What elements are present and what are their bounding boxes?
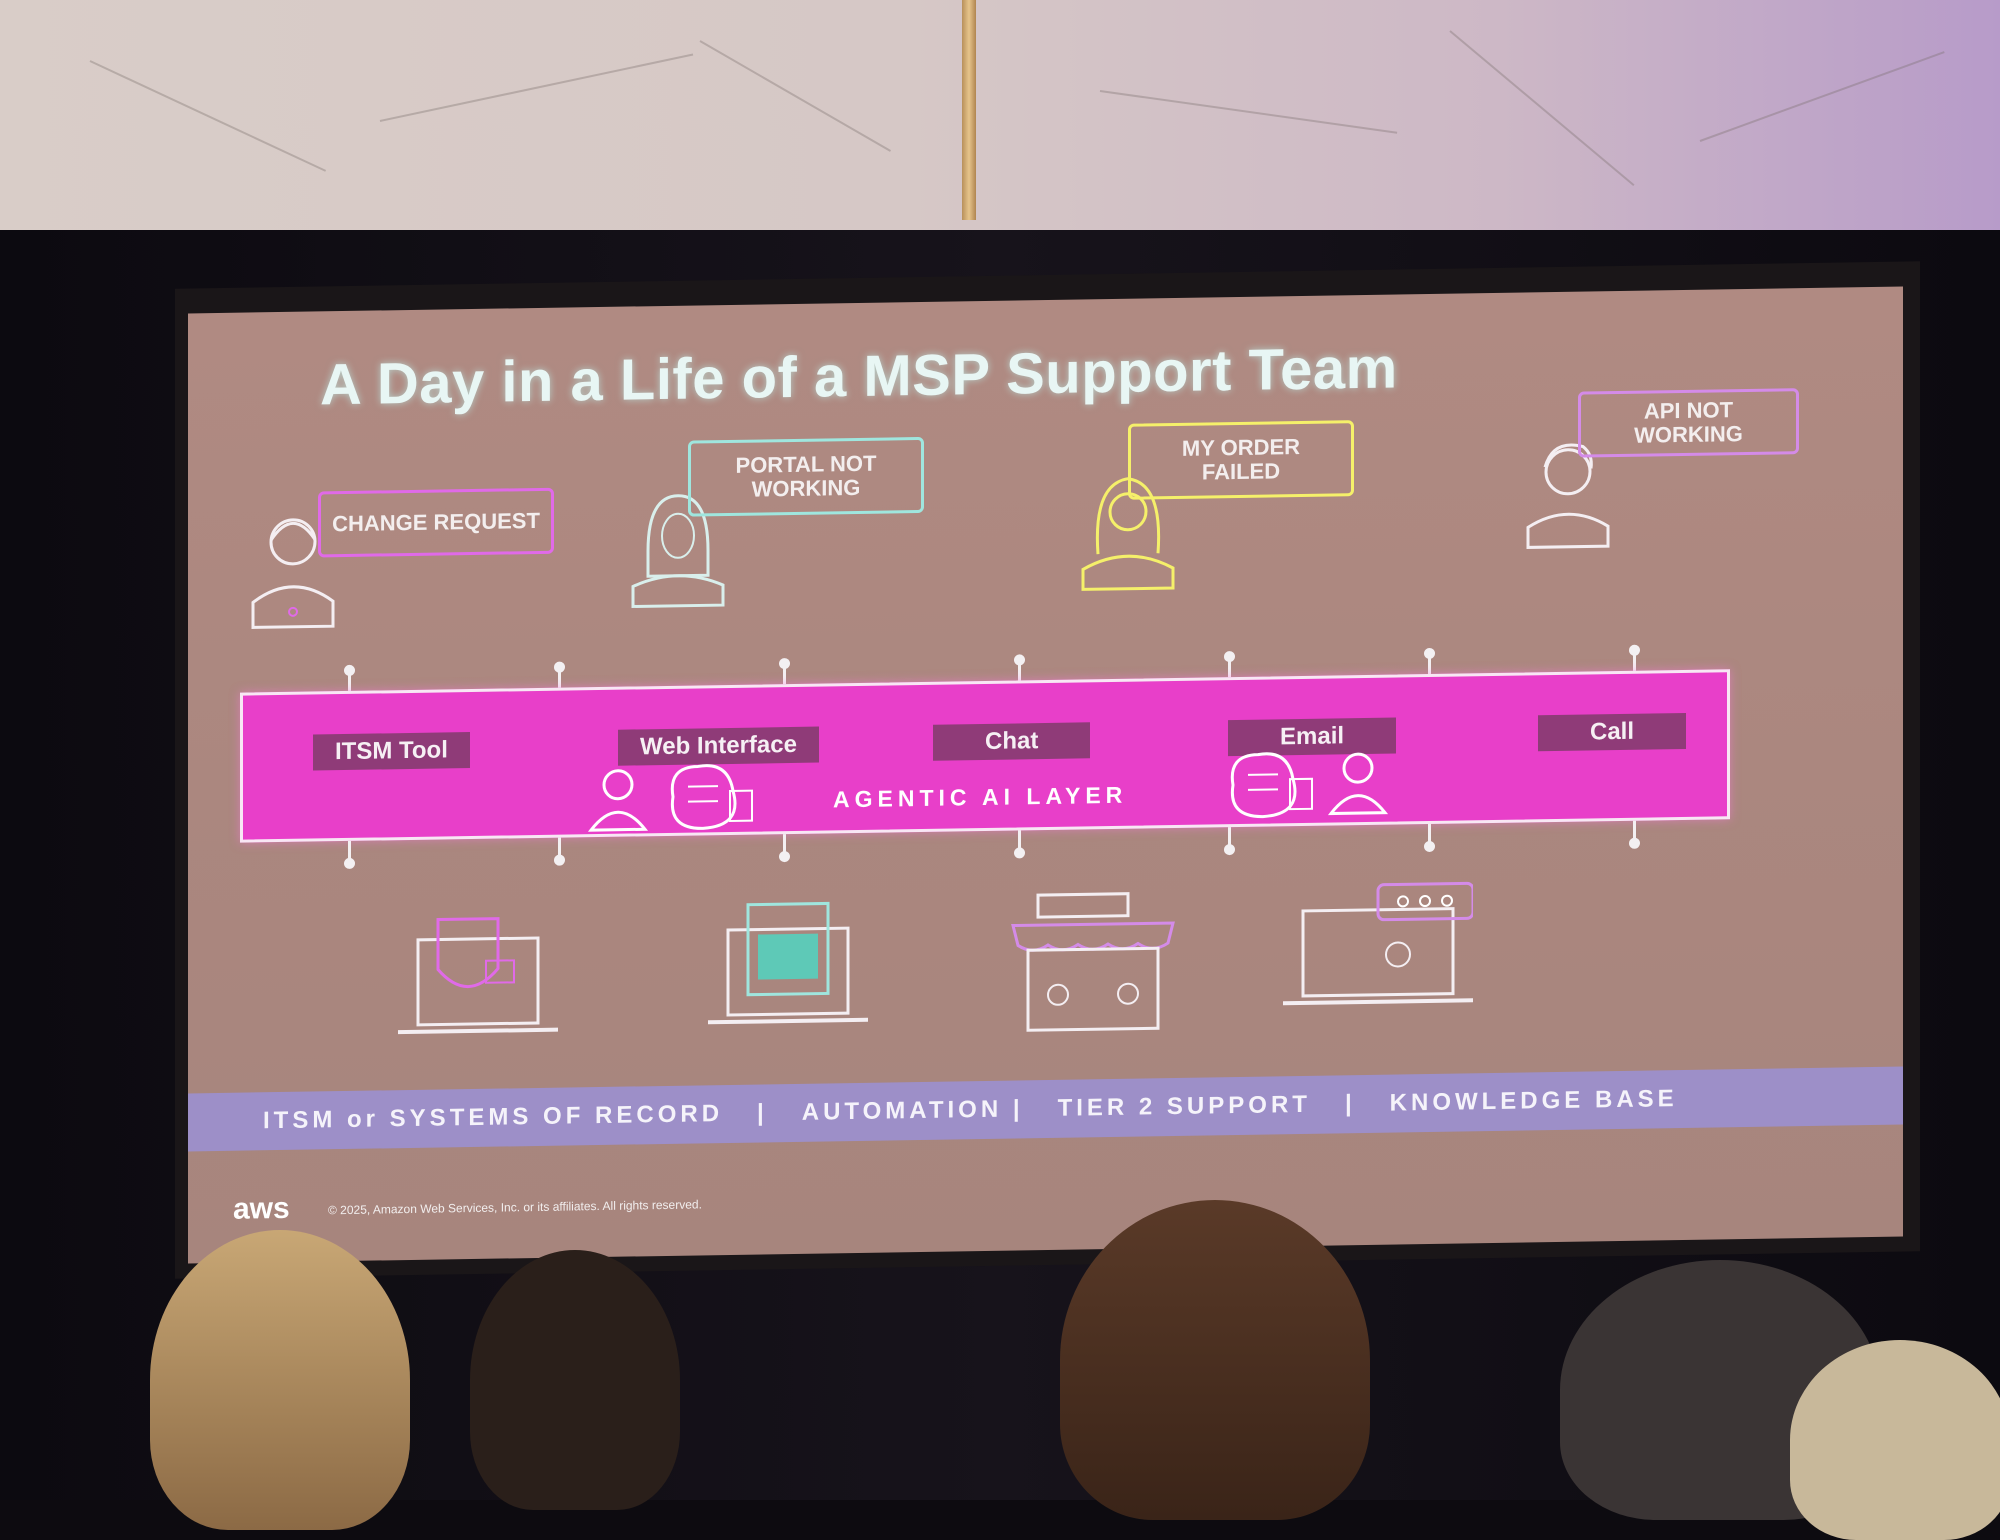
footer-separator: | [1345,1090,1356,1118]
footer-separator: | [757,1099,768,1127]
bubble-api-not-working: API NOT WORKING [1578,388,1799,457]
slide-title: A Day in a Life of a MSP Support Team [320,334,1398,418]
marble-wall [0,0,2000,260]
connector-pin [1633,821,1636,841]
bubble-change-request: CHANGE REQUEST [318,488,554,558]
persona-portal-not-working: PORTAL NOT WORKING [628,421,958,626]
audience-head [150,1230,410,1530]
connector-pin [1228,827,1231,847]
footer-knowledge-base: KNOWLEDGE BASE [1390,1085,1678,1118]
audience-head [1060,1200,1370,1520]
footer-automation: AUTOMATION | [802,1095,1024,1126]
agentic-ai-layer: ITSM Tool Web Interface Chat Email Call … [240,669,1730,842]
workflow-brain-icon [658,756,758,838]
connector-pin [558,838,561,858]
persona-api-not-working: API NOT WORKING [1523,382,1853,587]
audience-head [470,1250,680,1510]
projection-screen: A Day in a Life of a MSP Support Team CH… [188,287,1903,1264]
laptop-spreadsheet-icon [708,898,868,1041]
footer-itsm: ITSM or SYSTEMS OF RECORD [263,1100,723,1135]
footer-tier2: TIER 2 SUPPORT [1058,1091,1311,1123]
connector-pin [1018,830,1021,850]
persona-change-request: CHANGE REQUEST [248,457,578,642]
copyright-text: © 2025, Amazon Web Services, Inc. or its… [328,1197,702,1217]
bubble-portal-not-working: PORTAL NOT WORKING [688,437,924,517]
workflow-brain-icon [1218,744,1318,826]
person-icon [1323,748,1393,819]
channel-itsm-tool: ITSM Tool [313,732,470,770]
audience-head [1790,1340,2000,1540]
footer-bar: ITSM or SYSTEMS OF RECORD | AUTOMATION |… [188,1067,1903,1152]
ceiling-pole [962,0,976,220]
channel-chat: Chat [933,722,1090,760]
storefront-support-icon [1008,883,1178,1036]
connector-pin [348,841,351,861]
laptop-shield-icon [398,908,558,1051]
person-icon [583,764,653,835]
channel-call: Call [1538,713,1686,751]
aws-logo: aws [233,1192,290,1227]
laptop-chat-agent-icon [1283,878,1473,1031]
connector-pin [783,834,786,854]
connector-pin [1428,824,1431,844]
bubble-order-failed: MY ORDER FAILED [1128,420,1354,500]
persona-order-failed: MY ORDER FAILED [1078,404,1408,609]
layer-label: AGENTIC AI LAYER [833,782,1127,814]
